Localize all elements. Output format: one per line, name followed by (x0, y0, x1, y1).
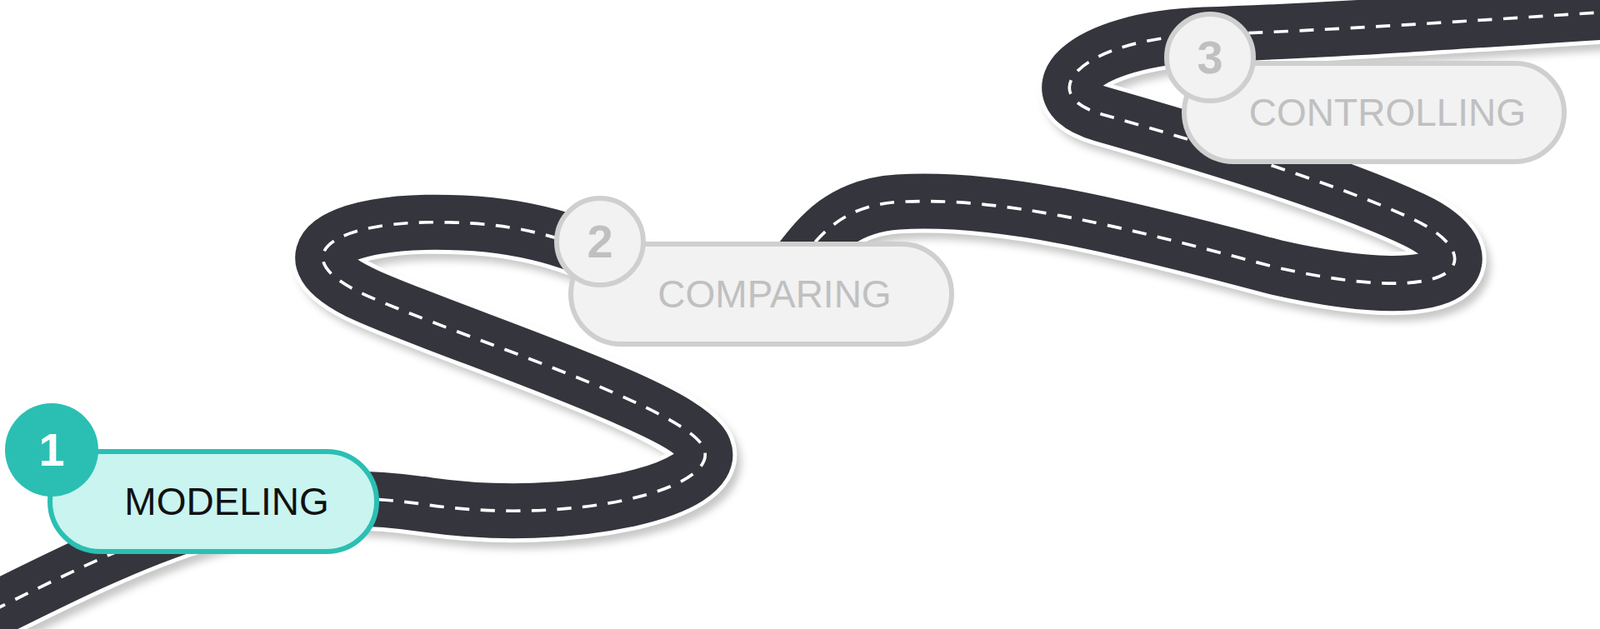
road-surface (0, 10, 1600, 623)
step-label-text: COMPARING (657, 273, 891, 316)
road-shadow (0, 17, 1600, 629)
step-label-text: MODELING (124, 480, 329, 524)
number-circle (1166, 14, 1254, 101)
number-circle (5, 403, 99, 497)
step-number: 1 (5, 403, 99, 497)
road-center-line (0, 10, 1600, 623)
road-edge (0, 10, 1600, 623)
road-group (0, 10, 1600, 629)
number-circle (556, 198, 644, 285)
step-number-text: 1 (38, 424, 65, 476)
step-number-text: 3 (1196, 31, 1223, 84)
step-number: 2 (554, 195, 646, 288)
step-label: MODELING (47, 449, 380, 555)
step-label-text: CONTROLLING (1249, 91, 1526, 135)
step-number: 3 (1164, 11, 1256, 104)
pill-box (50, 451, 377, 552)
step-number-text: 2 (586, 215, 613, 268)
